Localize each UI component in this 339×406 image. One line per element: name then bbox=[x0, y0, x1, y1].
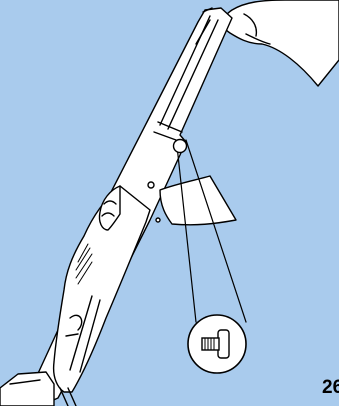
floor-nozzle bbox=[0, 372, 54, 406]
screw-detail-callout bbox=[188, 315, 246, 373]
screw-location-marker bbox=[174, 140, 187, 153]
page-number: 26 bbox=[322, 377, 339, 399]
upper-hand bbox=[224, 0, 339, 86]
cleaning-cloth bbox=[160, 176, 236, 225]
